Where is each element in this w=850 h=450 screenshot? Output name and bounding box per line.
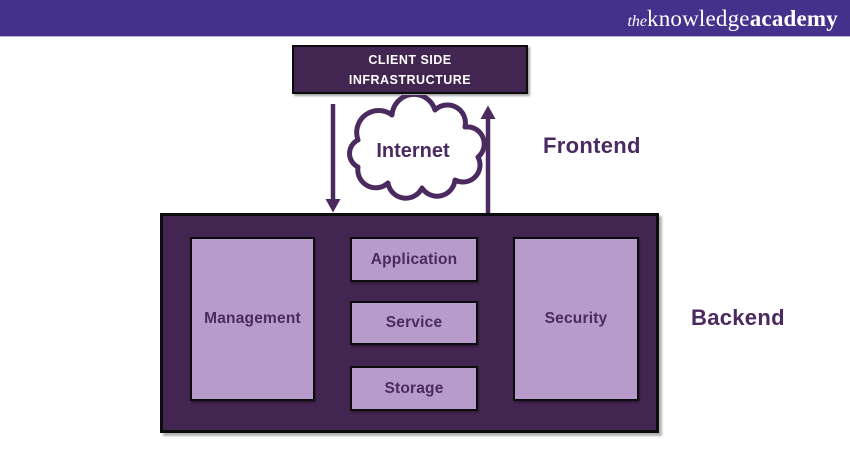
client-box-line1: CLIENT SIDE: [368, 52, 452, 67]
security-box: Security: [513, 237, 639, 401]
brand-banner: theknowledgeacademy: [0, 0, 850, 37]
arrow-down-head-icon: [325, 199, 341, 213]
backend-zone-label: Backend: [691, 305, 785, 330]
storage-box: Storage: [350, 366, 478, 411]
arrow-up-head-icon: [480, 105, 496, 119]
brand-logo-the: the: [627, 12, 647, 30]
service-box: Service: [350, 301, 478, 345]
brand-logo-academy: academy: [749, 5, 838, 31]
internet-label: Internet: [376, 140, 450, 162]
flow-arrows-and-cloud: Internet: [325, 95, 496, 213]
frontend-zone-label: Frontend: [543, 133, 641, 158]
brand-logo-knowledge: knowledge: [647, 5, 750, 31]
internet-cloud-icon: [347, 95, 487, 201]
client-box-line2: INFRASTRUCTURE: [348, 72, 472, 87]
brand-logo: theknowledgeacademy: [627, 7, 838, 30]
management-box: Management: [190, 237, 315, 401]
application-box: Application: [350, 237, 478, 282]
client-side-infrastructure-box: CLIENT SIDE INFRASTRUCTURE: [292, 45, 528, 94]
